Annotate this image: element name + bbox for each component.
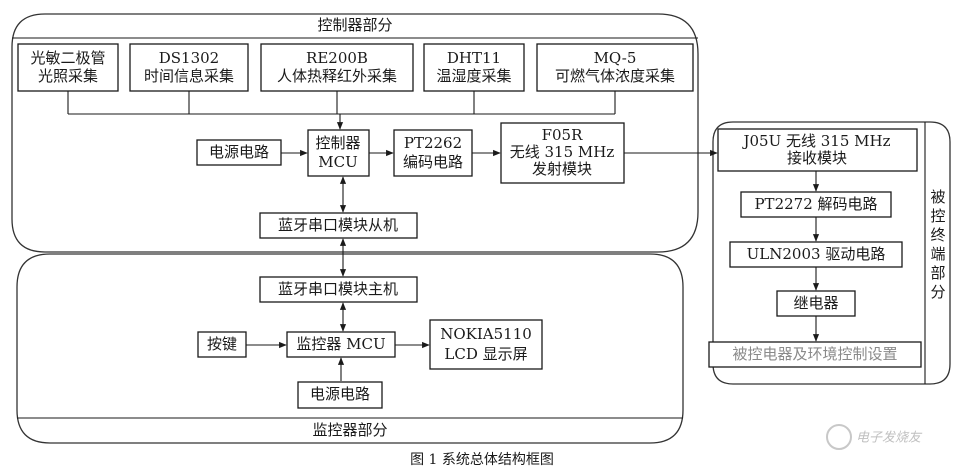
sensor-name: MQ-5 [594,49,637,67]
sensor-function: 温湿度采集 [436,67,511,85]
rf-transmitter-block: F05R 无线 315 MHz 发射模块 [500,122,625,184]
lcd-label: NOKIA5110 [440,325,532,343]
watermark: 电子发烧友 [826,424,923,450]
receiver-label: 接收模块 [787,149,847,167]
terminal-title-char: 分 [930,283,945,301]
encoder-block: PT2262 编码电路 [393,129,473,177]
controller-mcu-block: 控制器 MCU [307,129,370,177]
sensor-photodiode-block: 光敏二极管 光照采集 [17,43,119,92]
receiver-label: J05U 无线 315 MHz [741,132,890,150]
decoder-label: PT2272 解码电路 [754,195,877,213]
lcd-label: LCD 显示屏 [444,345,527,363]
sensor-function: 人体热释红外采集 [277,67,397,85]
relay-label: 继电器 [793,294,838,312]
bt-master-label: 蓝牙串口模块主机 [278,280,398,298]
appliance-block: 被控电器及环境控制设置 [708,341,922,368]
sensor-name: DHT11 [447,49,501,67]
monitor-mcu-label: 监控器 MCU [296,335,385,353]
encoder-label: PT2262 [404,134,462,152]
monitor-panel: 监控器部分 [16,253,684,444]
key-block: 按键 [197,331,247,358]
controller-panel-title: 控制器部分 [317,16,392,34]
key-label: 按键 [207,335,237,353]
transmitter-label: F05R [542,126,583,144]
encoder-label: 编码电路 [403,153,463,171]
sensor-function: 时间信息采集 [144,67,234,85]
monitor-panel-title: 监控器部分 [312,421,387,439]
sensor-re200b-block: RE200B 人体热释红外采集 [260,43,414,92]
relay-block: 继电器 [776,290,856,317]
driver-label: ULN2003 驱动电路 [747,245,886,263]
appliance-label: 被控电器及环境控制设置 [732,345,897,363]
lcd-block: NOKIA5110 LCD 显示屏 [429,319,543,370]
transmitter-label: 无线 315 MHz [510,143,615,161]
bt-slave-block: 蓝牙串口模块从机 [259,212,418,239]
sensor-dht11-block: DHT11 温湿度采集 [423,43,525,92]
sensor-name: RE200B [306,49,368,67]
controller-panel: 控制器部分 [11,13,699,253]
terminal-title-char: 被 [930,188,945,206]
sensor-name: 光敏二极管 [30,49,105,67]
monitor-connections [246,302,430,381]
sensor-function: 可燃气体浓度采集 [555,67,675,85]
transmitter-label: 发射模块 [532,160,592,178]
bt-slave-label: 蓝牙串口模块从机 [278,216,398,234]
terminal-panel: 被 控 终 端 部 分 [712,121,951,385]
decoder-block: PT2272 解码电路 [740,191,892,218]
monitor-power-label: 电源电路 [310,385,370,403]
driver-block: ULN2003 驱动电路 [729,241,903,268]
sensor-ds1302-block: DS1302 时间信息采集 [129,43,249,92]
controller-mcu-label: MCU [318,153,357,171]
terminal-title-char: 控 [930,207,945,225]
controller-mcu-label: 控制器 [315,134,360,152]
watermark-logo-icon [826,424,852,450]
sensor-function: 光照采集 [38,67,98,85]
sensor-mq5-block: MQ-5 可燃气体浓度采集 [536,43,694,92]
terminal-title-char: 终 [930,226,945,244]
control-connections [281,149,718,277]
bt-master-block: 蓝牙串口模块主机 [259,276,418,303]
control-power-label: 电源电路 [209,143,269,161]
terminal-title-char: 端 [930,245,945,263]
sensor-bus [67,91,616,130]
terminal-title-char: 部 [930,264,945,282]
control-power-block: 电源电路 [196,139,282,166]
figure-caption: 图 1 系统总体结构框图 [410,452,554,468]
monitor-power-block: 电源电路 [297,381,383,409]
sensor-name: DS1302 [159,49,219,67]
monitor-mcu-block: 监控器 MCU [286,331,396,358]
rf-receiver-block: J05U 无线 315 MHz 接收模块 [717,128,918,172]
watermark-text: 电子发烧友 [856,431,923,446]
